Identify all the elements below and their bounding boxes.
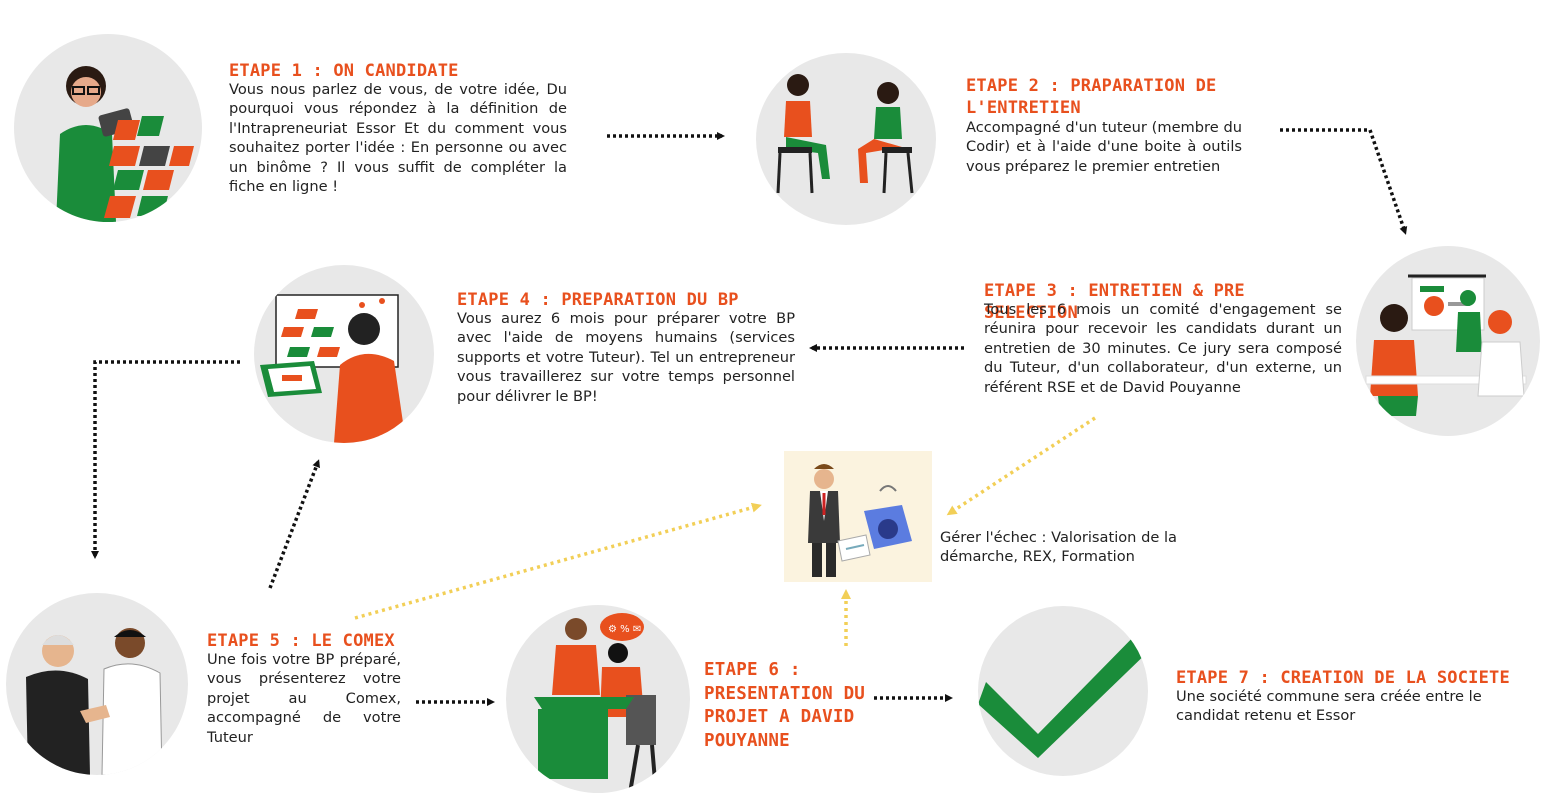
step1-title: ETAPE 1 : ON CANDIDATE [229,61,459,81]
arrow-step3-to-failure [946,416,1096,516]
arrow-step4-to-step5 [91,360,240,559]
step5-title: ETAPE 5 : LE COMEX [207,631,395,651]
step4-title: ETAPE 4 : PREPARATION DU BP [457,290,739,310]
step7-title: ETAPE 7 : CREATION DE LA SOCIETE [1176,668,1510,688]
arrow-step2-to-step3 [1280,128,1408,235]
step7-description: Une société commune sera créée entre le … [1176,688,1482,725]
step4-illustration [254,265,434,443]
checkmark-icon [978,624,1148,758]
svg-text:⚙ % ✉: ⚙ % ✉ [608,624,641,635]
arrow-step5-to-failure [354,502,762,620]
step7-illustration [978,606,1148,776]
step6-illustration: ⚙ % ✉ [506,605,690,793]
step2-illustration [756,53,936,225]
failure-illustration [784,451,932,582]
step1-illustration [14,34,202,222]
step3-description: Tous les 6 mois un comité d'engagement s… [984,301,1342,396]
step2-description: Accompagné d'un tuteur (membre du Codir)… [966,119,1242,175]
step6-title: ETAPE 6 : PRESENTATION DU PROJET A DAVID… [704,660,866,751]
step2-title: ETAPE 2 : PRAPARATION DE L'ENTRETIEN [966,76,1217,118]
step1-description: Vous nous parlez de vous, de votre idée,… [229,81,567,196]
step3-title: ETAPE 3 : ENTRETIEN & PRE SELECTION [984,281,1245,323]
arrow-step5-to-step4 [268,459,320,589]
step5-description: Une fois votre BP préparé, vous présente… [207,651,401,746]
step3-illustration [1356,246,1540,436]
step4-description: Vous aurez 6 mois pour préparer votre BP… [457,310,795,405]
failure-description: Gérer l'échec : Valorisation de la démar… [940,529,1177,566]
step5-illustration [6,593,188,775]
